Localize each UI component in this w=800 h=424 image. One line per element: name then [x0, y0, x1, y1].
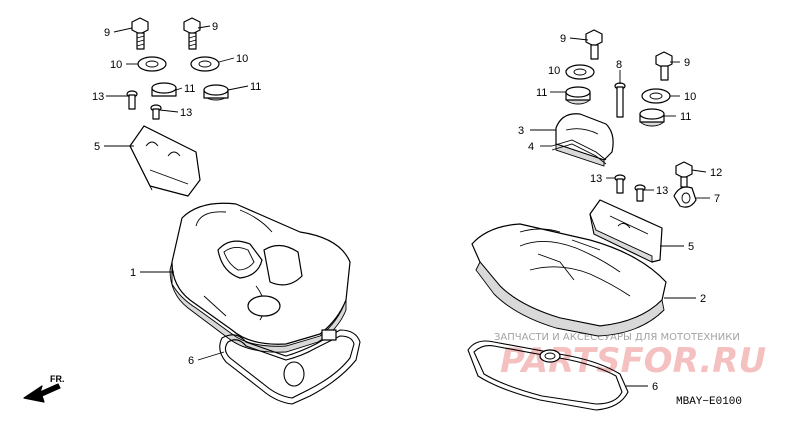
- callout-10: 10: [548, 65, 560, 77]
- washer-10-right-a[interactable]: [565, 64, 595, 80]
- callout-6: 6: [188, 355, 194, 367]
- callout-10: 10: [684, 91, 696, 103]
- stud-8[interactable]: [614, 82, 626, 118]
- callout-1: 1: [130, 267, 136, 279]
- callout-2: 2: [700, 293, 706, 305]
- callout-11: 11: [250, 81, 261, 93]
- head-cover-2-right[interactable]: [471, 223, 667, 337]
- head-cover-1-left[interactable]: [169, 202, 351, 353]
- washer-10-right-b[interactable]: [641, 88, 671, 104]
- callout-8: 8: [616, 59, 622, 71]
- clamp-7[interactable]: [673, 186, 697, 208]
- bolt-13-left-a[interactable]: [126, 90, 138, 110]
- gasket-6-right[interactable]: [467, 340, 629, 411]
- grommet-11-right-b[interactable]: [639, 108, 665, 127]
- gasket-6-left[interactable]: [219, 329, 361, 405]
- callout-7: 7: [714, 193, 720, 205]
- callout-5: 5: [688, 241, 694, 253]
- callout-10: 10: [110, 59, 122, 71]
- bolt-9-left-a[interactable]: [131, 17, 149, 50]
- callout-5: 5: [94, 141, 100, 153]
- diagram-code: MBAY−E0100: [676, 396, 742, 408]
- callout-9: 9: [212, 21, 218, 33]
- grommet-11-left-b[interactable]: [203, 84, 229, 101]
- callout-9: 9: [560, 33, 566, 45]
- bolt-13-right-b[interactable]: [634, 184, 646, 202]
- callout-13: 13: [180, 107, 192, 119]
- callout-9: 9: [104, 27, 110, 39]
- bolt-9-right-a[interactable]: [585, 29, 603, 60]
- bolt-13-left-b[interactable]: [150, 104, 162, 120]
- watermark-subtitle: ЗАПЧАСТИ И АКСЕССУАРЫ ДЛЯ МОТОТЕХНИКИ: [494, 332, 740, 343]
- bolt-12[interactable]: [675, 161, 693, 188]
- callout-11: 11: [536, 87, 547, 99]
- front-label: FR.: [50, 374, 65, 384]
- callout-6: 6: [652, 381, 658, 393]
- clip-4[interactable]: [551, 139, 607, 165]
- bracket-3[interactable]: [555, 113, 614, 167]
- washer-10-left-b[interactable]: [190, 56, 220, 72]
- bolt-13-right-a[interactable]: [614, 174, 626, 194]
- bolt-9-left-b[interactable]: [183, 17, 201, 50]
- callout-11: 11: [680, 111, 691, 123]
- callout-12: 12: [710, 167, 722, 179]
- washer-10-left-a[interactable]: [137, 56, 167, 72]
- watermark-logo: PARTSFOR.RU: [500, 341, 766, 381]
- watermark: ЗАПЧАСТИ И АКСЕССУАРЫ ДЛЯ МОТОТЕХНИКИ PA…: [494, 332, 766, 381]
- callouts: 9 9 10 10 11 11 13 13 5 1 6 9 9 10 10 8 …: [92, 21, 722, 393]
- callout-3: 3: [518, 125, 524, 137]
- bolt-9-right-b[interactable]: [655, 51, 673, 81]
- grommet-11-left-a[interactable]: [151, 82, 177, 97]
- callout-4: 4: [528, 141, 534, 153]
- callout-13: 13: [590, 173, 602, 185]
- callout-11: 11: [184, 83, 195, 95]
- callout-13: 13: [656, 185, 668, 197]
- grommet-11-right-a[interactable]: [565, 86, 591, 105]
- front-arrow: FR.: [23, 374, 65, 403]
- insulator-5-left[interactable]: [129, 125, 201, 197]
- callout-10: 10: [236, 53, 248, 65]
- insulator-5-right[interactable]: [589, 199, 663, 263]
- callout-13: 13: [92, 91, 104, 103]
- leader-lines: [104, 25, 710, 387]
- callout-9: 9: [684, 57, 690, 69]
